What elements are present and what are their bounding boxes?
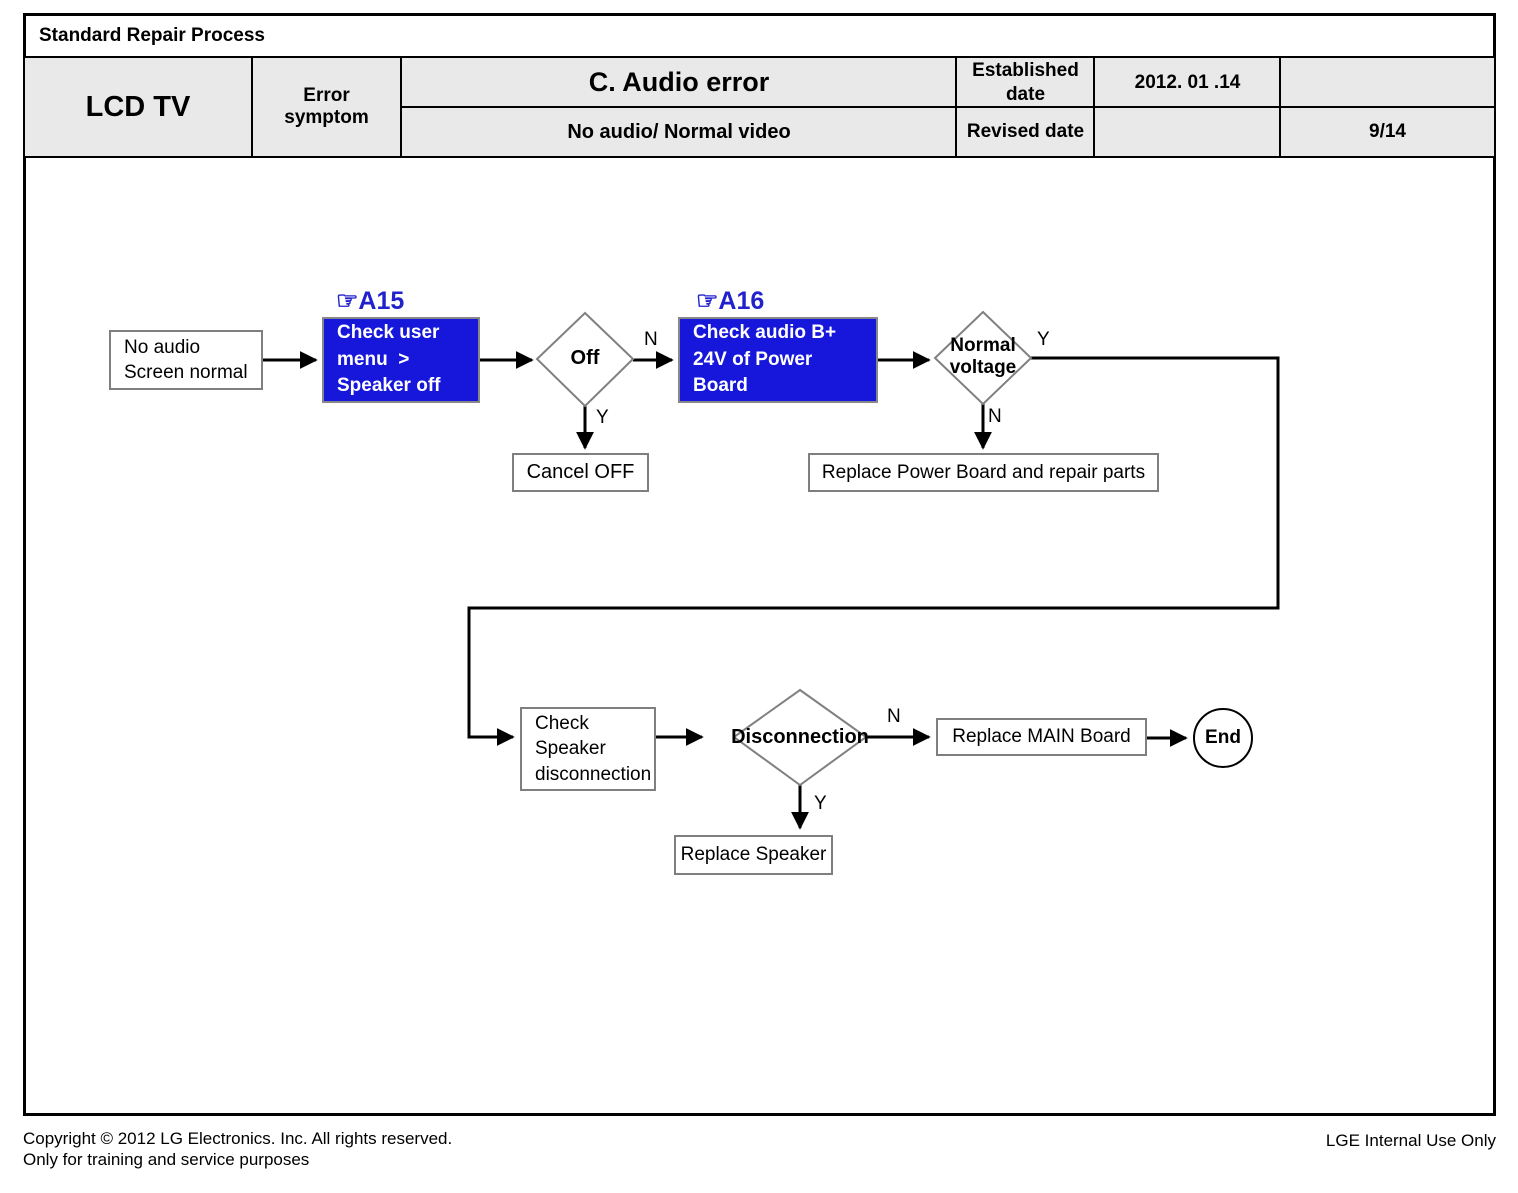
disconnection-no-label: N xyxy=(887,706,901,727)
internal-use-label: LGE Internal Use Only xyxy=(1325,1131,1496,1150)
normal-voltage-decision-diamond xyxy=(933,310,1033,406)
cancel-off-node: Cancel OFF xyxy=(512,453,649,492)
disconnection-diamond-label: Disconnection xyxy=(731,726,869,748)
check-user-menu-node: Check user menu > Speaker off xyxy=(322,317,480,403)
error-symptom-label-cell: Error symptom xyxy=(251,56,402,158)
connector-normal-voltage-y-to-check-speaker xyxy=(467,356,1280,746)
off-decision-diamond xyxy=(535,311,635,408)
normal-voltage-yes-label: Y xyxy=(1037,329,1050,350)
header-blank-cell-top xyxy=(1279,56,1496,109)
error-subtitle-cell: No audio/ Normal video xyxy=(400,106,958,158)
off-no-label: N xyxy=(644,329,658,350)
normal-voltage-diamond-label: Normal voltage xyxy=(949,335,1017,378)
check-audio-node: Check audio B+ 24V of Power Board xyxy=(678,317,878,403)
reference-label-a15: ☞A15 xyxy=(336,287,405,315)
page-number-cell: 9/14 xyxy=(1279,106,1496,158)
established-date-label-cell: Established date xyxy=(955,56,1096,109)
copyright-line2: Only for training and service purposes xyxy=(23,1150,310,1169)
replace-main-board-node: Replace MAIN Board xyxy=(936,718,1147,756)
revised-date-label-cell: Revised date xyxy=(955,106,1096,158)
check-speaker-node: Check Speaker disconnection xyxy=(520,707,656,791)
off-yes-label: Y xyxy=(596,407,609,428)
document-title-bar: Standard Repair Process xyxy=(23,13,1496,59)
document-title: Standard Repair Process xyxy=(39,25,265,46)
revised-date-value-cell xyxy=(1093,106,1282,158)
normal-voltage-no-label: N xyxy=(988,406,1002,427)
end-node: End xyxy=(1193,708,1253,768)
start-node: No audio Screen normal xyxy=(109,330,263,390)
off-diamond-label: Off xyxy=(570,347,600,369)
product-cell: LCD TV xyxy=(23,56,253,158)
disconnection-yes-label: Y xyxy=(814,793,827,814)
replace-power-board-node: Replace Power Board and repair parts xyxy=(808,453,1159,492)
copyright-line1: Copyright © 2012 LG Electronics. Inc. Al… xyxy=(23,1129,453,1148)
replace-speaker-node: Replace Speaker xyxy=(674,835,833,875)
established-date-value-cell: 2012. 01 .14 xyxy=(1093,56,1282,109)
error-title-cell: C. Audio error xyxy=(400,56,958,109)
disconnection-decision-diamond xyxy=(732,688,868,787)
reference-label-a16: ☞A16 xyxy=(696,287,765,315)
page-border xyxy=(23,13,1496,1116)
